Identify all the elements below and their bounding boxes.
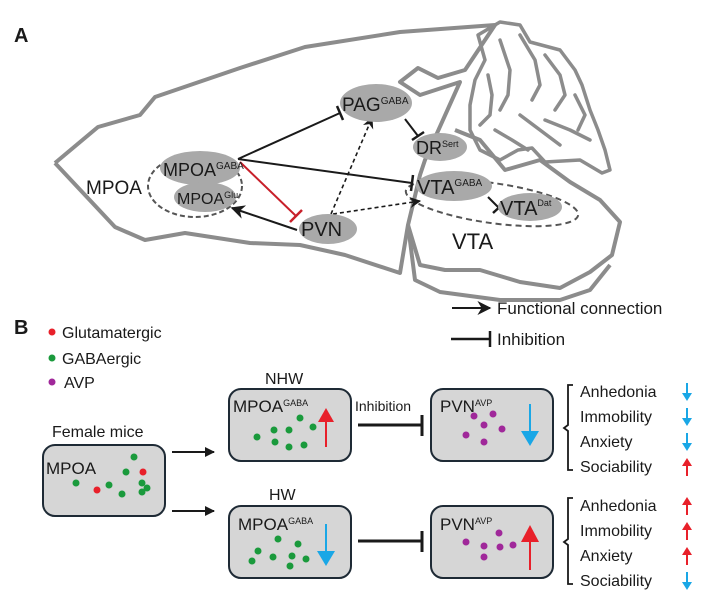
avp-dot-icon bbox=[48, 378, 56, 386]
svg-text:PVNAVP: PVNAVP bbox=[440, 515, 492, 534]
mpoa-outer-label: MPOA bbox=[86, 178, 142, 199]
legend-gabaergic: GABAergic bbox=[62, 351, 141, 368]
nhw-outcome-bracket bbox=[562, 384, 573, 471]
svg-text:DRSert: DRSert bbox=[416, 138, 459, 158]
hw-title: HW bbox=[269, 487, 297, 504]
outcome-hw-anxiety: Anxiety bbox=[580, 548, 632, 565]
outcome-hw-immobility: Immobility bbox=[580, 523, 652, 540]
vta-outer-label: VTA bbox=[452, 229, 493, 254]
hw-pvn-box: PVNAVP bbox=[430, 505, 554, 579]
inhibition-bar bbox=[411, 130, 425, 142]
brain-outline bbox=[53, 23, 622, 302]
female-mice-title: Female mice bbox=[52, 424, 144, 441]
node-mpoa-glu: MPOAGlu bbox=[174, 182, 238, 212]
node-dr-sert: DRSert bbox=[413, 133, 467, 161]
svg-text:VTAGABA: VTAGABA bbox=[417, 177, 483, 199]
cerebellum-icon bbox=[468, 20, 612, 175]
outcome-nhw-anxiety: Anxiety bbox=[580, 434, 632, 451]
hw-mpoa-box: MPOAGABA bbox=[228, 505, 352, 579]
mpoa-source-box: MPOA bbox=[42, 444, 166, 517]
trend-up-icon bbox=[682, 458, 692, 476]
svg-text:MPOAGlu: MPOAGlu bbox=[177, 190, 238, 208]
trend-up-icon bbox=[682, 522, 692, 540]
legend-avp: AVP bbox=[64, 375, 95, 392]
svg-text:PVN: PVN bbox=[301, 219, 342, 241]
edge-pvn-vta bbox=[332, 196, 422, 215]
inhibition-bar bbox=[409, 174, 415, 192]
trend-down-icon bbox=[682, 433, 692, 451]
connections bbox=[230, 105, 505, 231]
nhw-title: NHW bbox=[265, 371, 304, 388]
legend-functional-label: Functional connection bbox=[497, 299, 662, 318]
glutamatergic-dot-icon bbox=[48, 328, 56, 336]
svg-text:PVNAVP: PVNAVP bbox=[440, 397, 492, 416]
node-vta-dat: VTADat bbox=[498, 193, 562, 221]
trend-up-icon bbox=[682, 497, 692, 515]
edge-mpoa-pvn bbox=[239, 161, 297, 217]
node-pvn: PVN bbox=[299, 214, 357, 244]
nhw-mpoa-box: MPOAGABA bbox=[228, 388, 352, 462]
trend-down-icon bbox=[682, 408, 692, 426]
edge-mpoa-pag bbox=[237, 112, 341, 160]
svg-text:MPOAGABA: MPOAGABA bbox=[163, 160, 244, 180]
edge-vtagaba-vtadat bbox=[487, 196, 500, 209]
inhibition-bar bbox=[335, 105, 345, 121]
edge-pvn-mpoa-glu bbox=[230, 205, 298, 231]
panel-a-label: A bbox=[14, 25, 28, 47]
svg-text:MPOA: MPOA bbox=[46, 459, 97, 478]
outcome-nhw-sociability: Sociability bbox=[580, 459, 652, 476]
legend-cell-types: Glutamatergic GABAergic AVP bbox=[48, 325, 162, 392]
legend-connections: Functional connection Inhibition bbox=[451, 299, 662, 349]
legend-glutamatergic: Glutamatergic bbox=[62, 325, 162, 342]
gabaergic-dot-icon bbox=[48, 354, 56, 362]
edge-pag-dr bbox=[404, 118, 419, 137]
trend-down-icon bbox=[682, 383, 692, 401]
edge-mpoa-vta bbox=[237, 158, 413, 184]
panel-b-label: B bbox=[14, 317, 28, 339]
vta-region-outline bbox=[404, 178, 580, 228]
edge-pvn-pag bbox=[330, 116, 374, 215]
node-mpoa-gaba: MPOAGABA bbox=[160, 151, 244, 185]
legend-inhibition-label: Inhibition bbox=[497, 330, 565, 349]
svg-text:MPOAGABA: MPOAGABA bbox=[233, 397, 308, 416]
trend-up-icon bbox=[682, 547, 692, 565]
outcome-hw-anhedonia: Anhedonia bbox=[580, 498, 657, 515]
node-pag-gaba: PAGGABA bbox=[340, 84, 412, 122]
svg-text:MPOAGABA: MPOAGABA bbox=[238, 515, 313, 534]
svg-text:PAGGABA: PAGGABA bbox=[342, 95, 409, 116]
svg-text:VTADat: VTADat bbox=[500, 198, 552, 220]
inhibition-link-label: Inhibition bbox=[355, 398, 411, 414]
outcome-nhw-immobility: Immobility bbox=[580, 409, 652, 426]
trend-down-icon bbox=[682, 572, 692, 590]
outcome-hw-sociability: Sociability bbox=[580, 573, 652, 590]
outcome-nhw-anhedonia: Anhedonia bbox=[580, 384, 657, 401]
hw-outcome-bracket bbox=[562, 497, 573, 585]
node-vta-gaba: VTAGABA bbox=[416, 171, 492, 201]
inhibition-bar bbox=[289, 209, 303, 223]
nhw-pvn-box: PVNAVP bbox=[430, 388, 554, 462]
outcome-list: AnhedoniaImmobilityAnxietySociabilityAnh… bbox=[580, 383, 692, 590]
